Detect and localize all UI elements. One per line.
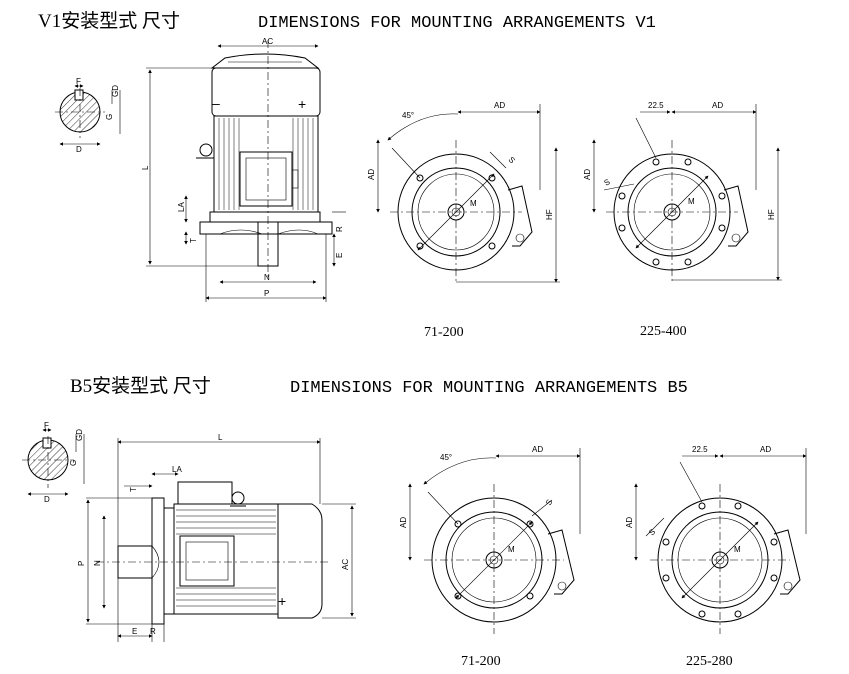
dim-label-s-b5-large: S: [647, 527, 657, 537]
dim-label-n-b5: N: [93, 560, 102, 566]
dim-label-e-v1: E: [335, 253, 344, 258]
dim-label-ad-b5-large-top: AD: [760, 445, 771, 454]
caption-v1-frame-71-200: 71-200: [424, 325, 464, 340]
v1-plus-mark: +: [298, 96, 306, 112]
caption-v1-frame-225-400: 225-400: [640, 324, 687, 339]
b5-front-view-71-200: M 45° AD AD S: [399, 445, 581, 634]
dim-label-ad-v1-large-top: AD: [712, 101, 723, 110]
dim-label-t-v1: T: [189, 238, 198, 243]
dim-label-la-v1: LA: [177, 202, 186, 212]
dim-label-m-b5-large: M: [734, 545, 741, 554]
dim-label-s-b5-small: S: [544, 498, 554, 507]
caption-b5-frame-71-200: 71-200: [461, 654, 501, 669]
caption-b5-frame-225-280: 225-280: [686, 654, 733, 669]
dim-label-g-b5: G: [69, 460, 78, 466]
dim-label-n-v1: N: [264, 273, 270, 282]
v1-front-view-71-200: M 45° AD AD HF S: [367, 101, 560, 284]
b5-plus-mark: +: [278, 593, 286, 609]
v1-cooling-fins: [218, 118, 314, 210]
dim-label-f-v1: F: [76, 77, 81, 86]
dim-label-angle-22-v1: 22.5: [648, 101, 664, 110]
dim-label-ad-b5-large-left: AD: [625, 517, 634, 528]
dim-label-p-b5: P: [77, 561, 86, 566]
dim-label-e-b5: E: [132, 627, 137, 636]
dim-label-m-v1-large: M: [688, 197, 695, 206]
v1-title-chinese: V1安装型式 尺寸: [38, 10, 180, 32]
dim-label-r-v1: R: [335, 226, 344, 232]
dim-label-angle-22-b5: 22.5: [692, 445, 708, 454]
b5-title-chinese: B5安装型式 尺寸: [70, 375, 211, 397]
dim-label-gd-v1: GD: [111, 85, 120, 97]
b5-title-english: DIMENSIONS FOR MOUNTING ARRANGEMENTS B5: [290, 379, 688, 398]
dim-label-f-b5: F: [44, 421, 49, 430]
dim-label-hf-v1-large: HF: [767, 209, 776, 220]
v1-minus-mark: –: [212, 95, 220, 111]
dim-label-angle-45-v1: 45°: [402, 111, 414, 120]
dim-label-l-b5: L: [218, 433, 223, 442]
dim-label-hf-v1-small: HF: [545, 209, 554, 220]
v1-front-view-225-400: M 22.5 AD AD HF S: [583, 101, 782, 284]
dim-label-m-v1-small: M: [470, 199, 477, 208]
dim-label-d-b5: D: [44, 495, 50, 504]
dim-label-ad-v1-large-left: AD: [583, 169, 592, 180]
dim-label-t-b5: T: [129, 487, 138, 492]
dim-label-ac-v1: AC: [262, 37, 273, 46]
dim-label-ad-b5-small-left: AD: [399, 517, 408, 528]
dim-label-r-b5: R: [150, 627, 156, 636]
dim-label-g-v1: G: [105, 114, 114, 120]
dim-label-p-v1: P: [264, 289, 269, 298]
dim-label-ad-v1-small-left: AD: [367, 169, 376, 180]
dim-label-gd-b5: GD: [75, 429, 84, 441]
b5-motor-side-view: + L LA T P N E R AC: [77, 433, 356, 642]
dim-label-la-b5: LA: [172, 465, 182, 474]
dim-label-angle-45-b5: 45°: [440, 453, 452, 462]
v1-shaft-section: F GD G D: [55, 77, 121, 154]
dim-label-s-v1-large: S: [603, 177, 612, 187]
b5-shaft-section: F GD G D: [22, 421, 85, 504]
v1-motor-side-view: – + AC L: [141, 37, 346, 302]
b5-front-view-225-280: M 22.5 AD AD S: [625, 445, 807, 634]
b5-cooling-fins: [176, 509, 276, 607]
v1-title-english: DIMENSIONS FOR MOUNTING ARRANGEMENTS V1: [258, 14, 656, 33]
dim-label-ac-b5: AC: [341, 559, 350, 570]
dim-label-l-v1: L: [141, 165, 150, 170]
dim-label-d-v1: D: [76, 145, 82, 154]
dim-label-ad-b5-small-top: AD: [532, 445, 543, 454]
dim-label-m-b5-small: M: [508, 545, 515, 554]
dim-label-s-v1-small: S: [507, 155, 517, 165]
dim-label-ad-v1-small-top: AD: [494, 101, 505, 110]
